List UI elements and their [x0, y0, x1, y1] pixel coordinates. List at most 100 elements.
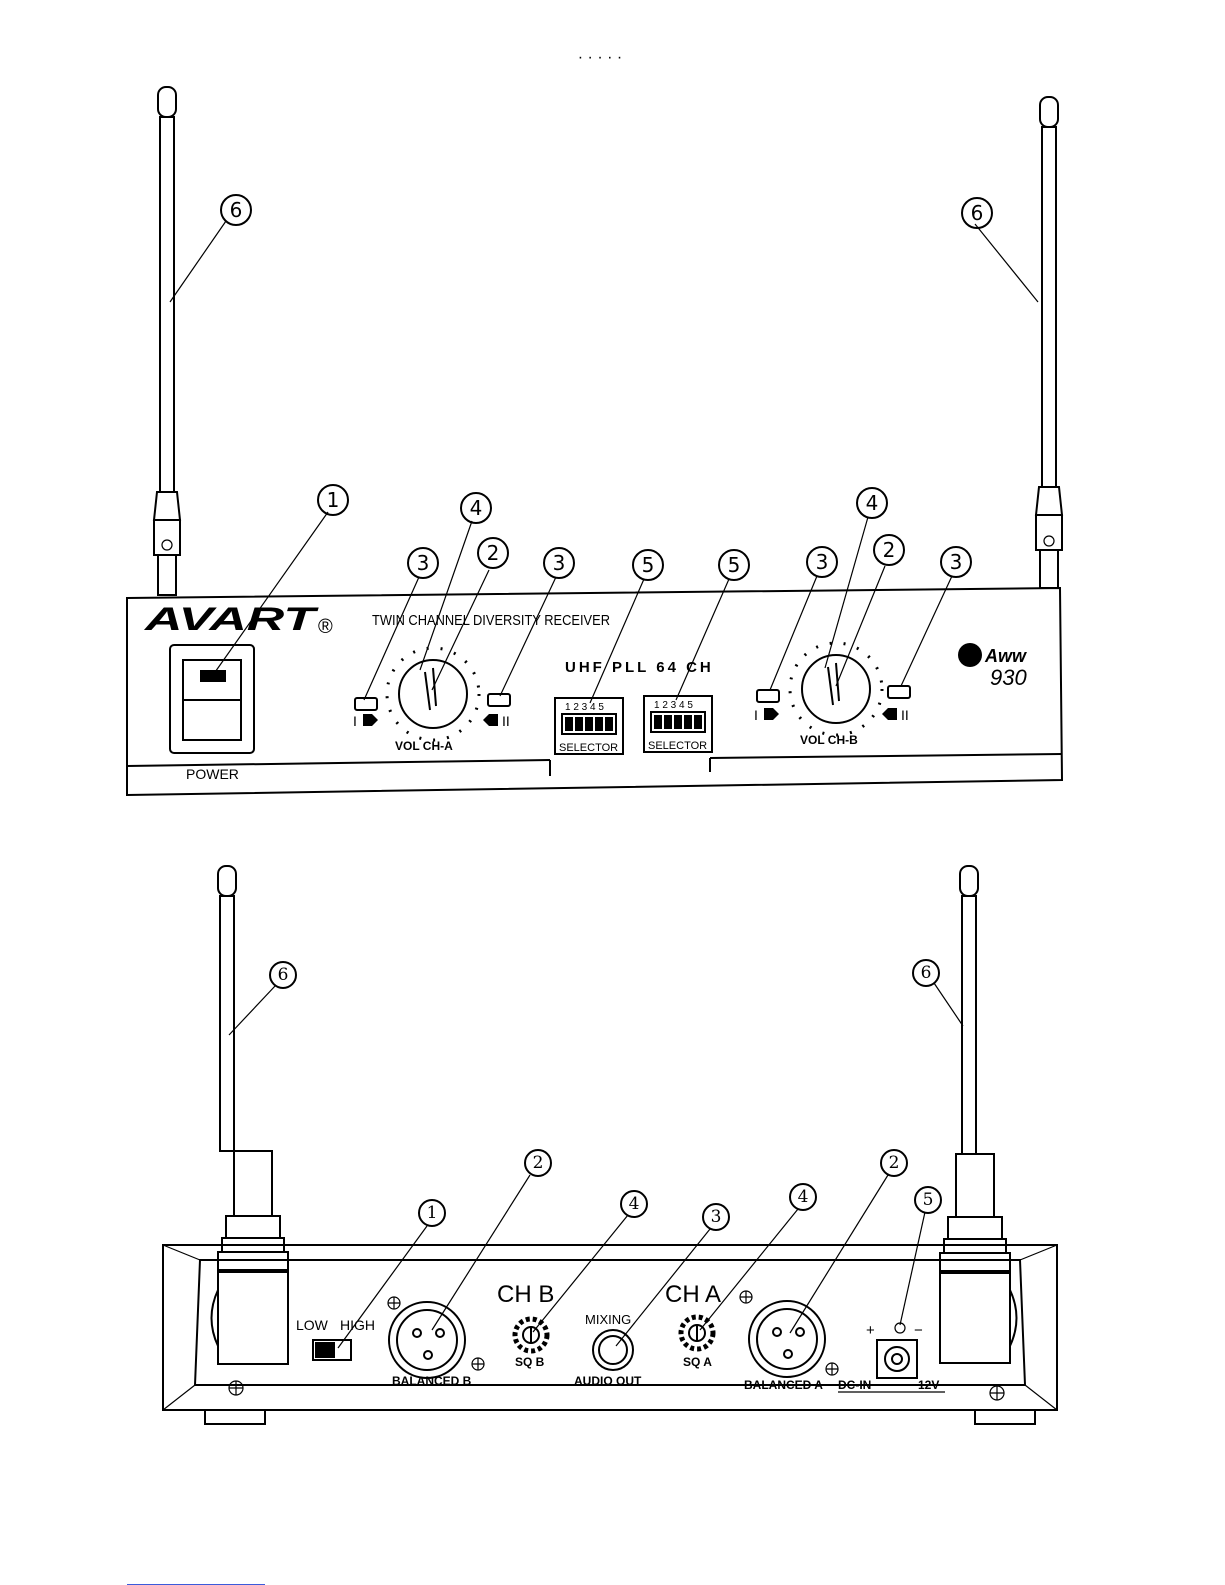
callout-6: 6	[962, 198, 992, 228]
callout-5: 5	[719, 550, 749, 580]
antenna-connector-a	[940, 1273, 1010, 1363]
rear-view: LOW HIGH BALANCED B CH B SQ B MIXING	[163, 866, 1057, 1424]
power-switch[interactable]	[170, 645, 254, 753]
sq-a-label: SQ A	[683, 1355, 712, 1369]
vol-b-knob[interactable]	[790, 643, 882, 735]
svg-text:6: 6	[278, 965, 289, 985]
voltage-label: 12V	[918, 1378, 939, 1392]
mixing-label: MIXING	[585, 1312, 631, 1327]
vol-a-knob[interactable]	[387, 648, 479, 740]
selector-b[interactable]: 1 2 3 4 5 SELECTOR	[644, 696, 712, 752]
squelch-b-knob[interactable]	[515, 1319, 547, 1351]
model-logo: Aww 930	[958, 643, 1027, 690]
power-level-switch[interactable]	[313, 1340, 351, 1360]
callout-4: 4	[790, 1184, 816, 1210]
svg-text:1 2 3 4 5: 1 2 3 4 5	[654, 700, 693, 711]
vol-a-label: VOL CH-A	[395, 739, 453, 753]
arrow-left-icon	[882, 708, 897, 720]
registered-mark: ®	[318, 616, 333, 638]
svg-text:4: 4	[629, 1194, 640, 1214]
svg-text:5: 5	[642, 553, 655, 577]
antenna-connector-b	[218, 1272, 288, 1364]
svg-text:6: 6	[921, 963, 932, 983]
svg-text:4: 4	[470, 496, 483, 520]
rear-callouts: 6 6 1 2 4 3 4 2 5	[270, 960, 941, 1230]
model-number: 930	[990, 665, 1027, 690]
svg-text:1: 1	[427, 1203, 438, 1223]
callout-3: 3	[408, 548, 438, 578]
callout-3: 3	[544, 548, 574, 578]
led-a-1	[355, 698, 377, 710]
dc-in-label: DC-IN	[838, 1378, 871, 1392]
polarity-minus: −	[914, 1322, 923, 1339]
svg-text:3: 3	[816, 550, 829, 574]
balanced-a-label: BALANCED A	[744, 1378, 823, 1392]
callout-3: 3	[807, 547, 837, 577]
antenna-screw-icon	[1044, 536, 1054, 546]
svg-text:5: 5	[923, 1190, 934, 1210]
callout-6: 6	[221, 195, 251, 225]
front-view: AVART ® TWIN CHANNEL DIVERSITY RECEIVER …	[127, 87, 1062, 795]
arrow-left-icon	[483, 714, 498, 726]
rear-panel-body	[163, 1245, 1057, 1424]
svg-text:6: 6	[230, 198, 243, 222]
callout-6: 6	[913, 960, 939, 986]
svg-text:SELECTOR: SELECTOR	[559, 742, 618, 754]
svg-text:6: 6	[971, 201, 984, 225]
vol-b-label: VOL CH-B	[800, 733, 858, 747]
svg-text:5: 5	[728, 553, 741, 577]
audio-out-label: AUDIO OUT	[574, 1374, 642, 1388]
svg-text:3: 3	[553, 551, 566, 575]
callout-1: 1	[419, 1200, 445, 1226]
antenna-screw-icon	[162, 540, 172, 550]
ch-a-label: CH A	[665, 1281, 721, 1308]
callout-5: 5	[633, 550, 663, 580]
squelch-a-knob[interactable]	[681, 1317, 713, 1349]
xlr-balanced-a	[749, 1301, 838, 1377]
ch-b-label: CH B	[497, 1281, 554, 1308]
svg-text:3: 3	[417, 551, 430, 575]
arrow-right-icon	[363, 714, 378, 726]
callout-2: 2	[881, 1150, 907, 1176]
balanced-b-label: BALANCED B	[392, 1374, 472, 1388]
front-right-antenna	[1036, 97, 1062, 588]
rear-right-antenna	[940, 866, 1010, 1271]
callout-4: 4	[621, 1191, 647, 1217]
callout-2: 2	[525, 1150, 551, 1176]
led-a-2-label: II	[502, 713, 510, 729]
svg-text:2: 2	[533, 1153, 544, 1173]
audio-out-jack	[593, 1330, 633, 1370]
led-b-1-label: I	[754, 707, 758, 723]
rear-leader-lines	[229, 983, 963, 1348]
svg-text:3: 3	[711, 1207, 722, 1227]
svg-text:4: 4	[798, 1187, 809, 1207]
callout-4: 4	[461, 493, 491, 523]
rear-left-antenna	[218, 866, 288, 1270]
led-a-1-label: I	[353, 713, 357, 729]
led-a-2	[488, 694, 510, 706]
svg-text:SELECTOR: SELECTOR	[648, 740, 707, 752]
receiver-subtitle: TWIN CHANNEL DIVERSITY RECEIVER	[372, 612, 610, 629]
led-b-1	[757, 690, 779, 702]
callout-4: 4	[857, 488, 887, 518]
xlr-balanced-b	[388, 1297, 484, 1378]
svg-text:2: 2	[889, 1153, 900, 1173]
power-label: POWER	[186, 766, 239, 782]
svg-text:2: 2	[883, 538, 896, 562]
arrow-right-icon	[764, 708, 779, 720]
callout-3: 3	[703, 1204, 729, 1230]
callout-2: 2	[478, 538, 508, 568]
svg-text:1: 1	[327, 488, 340, 512]
led-b-2	[888, 686, 910, 698]
dc-in-jack	[877, 1323, 917, 1378]
high-label: HIGH	[340, 1317, 375, 1333]
sq-b-label: SQ B	[515, 1355, 545, 1369]
selector-a[interactable]: 1 2 3 4 5 SELECTOR	[555, 698, 623, 754]
svg-text:3: 3	[950, 550, 963, 574]
band-label: UHF PLL 64 CH	[565, 659, 714, 676]
svg-text:2: 2	[487, 541, 500, 565]
led-b-2-label: II	[901, 707, 909, 723]
top-mark: · · · · ·	[578, 49, 622, 66]
callout-6: 6	[270, 962, 296, 988]
